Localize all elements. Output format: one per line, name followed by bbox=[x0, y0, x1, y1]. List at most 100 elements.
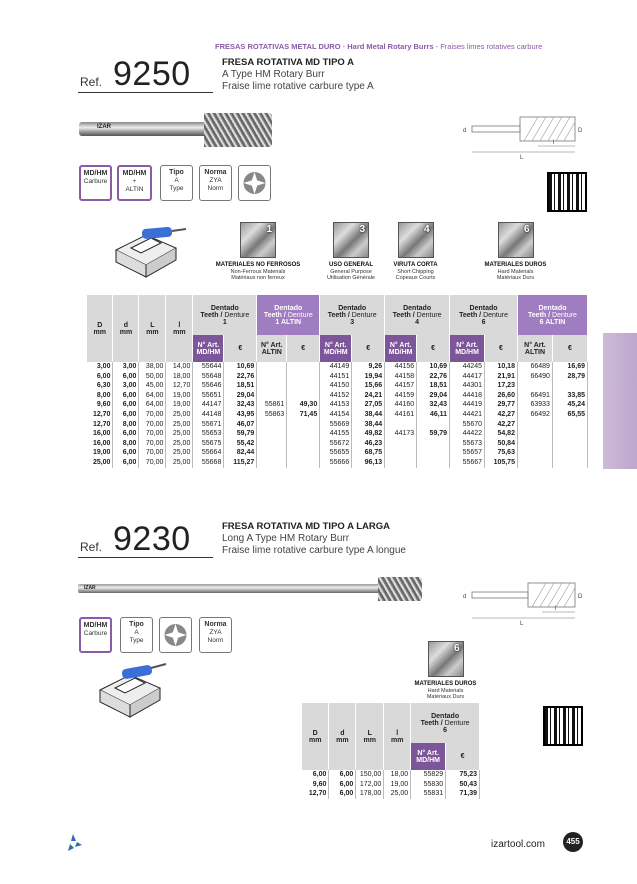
table-cell: 6,00 bbox=[112, 429, 140, 439]
table-cell: 22,76 bbox=[223, 371, 258, 382]
table-cell: 38,44 bbox=[351, 409, 386, 420]
dim-d: d bbox=[463, 594, 466, 600]
table-cell: 16,00 bbox=[87, 429, 114, 439]
material-title: USO GENERAL bbox=[328, 262, 373, 268]
table-cell: 8,00 bbox=[87, 390, 114, 401]
table-cell: 38,00 bbox=[138, 362, 167, 372]
col-art: N° Art.ALTIN bbox=[256, 335, 288, 362]
unit-mm: mm bbox=[336, 736, 349, 744]
table-cell: 64,00 bbox=[138, 400, 167, 410]
material-title: VIRUTA CORTA bbox=[393, 262, 438, 268]
table-cell: 55668 bbox=[192, 457, 225, 468]
mdhm-label: MD/HM bbox=[323, 348, 348, 356]
table-cell bbox=[286, 390, 321, 401]
material-en: Non-Ferrous Materials bbox=[230, 268, 286, 275]
table-cell: 15,66 bbox=[351, 381, 386, 391]
table-cell: 55655 bbox=[319, 448, 353, 458]
col-price: € bbox=[416, 335, 451, 362]
ref-underline bbox=[78, 557, 213, 558]
table-cell: 50,84 bbox=[484, 438, 518, 449]
application-illustration bbox=[114, 226, 186, 278]
nart-label: N° Art. bbox=[524, 341, 546, 349]
table-cell: 12,70 bbox=[165, 381, 194, 391]
table-cell bbox=[517, 381, 553, 391]
table-cell: 150,00 bbox=[355, 770, 385, 780]
unit-mm: mm bbox=[173, 328, 186, 336]
table-cell bbox=[256, 448, 288, 458]
table-cell: 44301 bbox=[449, 381, 486, 391]
unit-mm: mm bbox=[391, 736, 404, 744]
table-cell: 66491 bbox=[517, 390, 553, 401]
table-cell: 55672 bbox=[319, 438, 353, 449]
table-cell: 33,85 bbox=[552, 390, 589, 401]
table-cell: 19,94 bbox=[351, 371, 386, 382]
nart-label: N° Art. bbox=[417, 749, 439, 757]
col-price: € bbox=[552, 335, 589, 362]
table-cell bbox=[256, 457, 288, 468]
table-cell: 44159 bbox=[384, 390, 418, 401]
badge-zya-text: ZYA bbox=[209, 629, 222, 636]
product-title-es: FRESA ROTATIVA MD TIPO A bbox=[222, 57, 354, 68]
table-cell: 12,70 bbox=[87, 419, 114, 430]
dim-D: D bbox=[578, 128, 583, 134]
table-cell: 46,23 bbox=[351, 438, 386, 449]
table-cell bbox=[552, 429, 589, 439]
table-cell: 55664 bbox=[192, 448, 225, 458]
table-cell bbox=[256, 419, 288, 430]
col-price: € bbox=[286, 335, 321, 362]
col-price: € bbox=[223, 335, 258, 362]
table-cell bbox=[256, 371, 288, 382]
table-cell: 18,00 bbox=[165, 371, 194, 382]
table-cell: 70,00 bbox=[138, 457, 167, 468]
table-cell: 44422 bbox=[449, 429, 486, 439]
material-en: General Purpose bbox=[330, 268, 372, 275]
mdhm-label: MD/HM bbox=[388, 348, 413, 356]
col-d-label: d bbox=[340, 729, 345, 737]
table-cell: 46,07 bbox=[223, 419, 258, 430]
col-L-label: L bbox=[150, 321, 155, 329]
altin-label: ALTIN bbox=[524, 348, 545, 356]
badge-carbure-text: Carbure bbox=[83, 630, 108, 637]
table-cell: 46,11 bbox=[416, 409, 451, 420]
table-cell: 25,00 bbox=[87, 457, 114, 468]
table-cell: 172,00 bbox=[355, 779, 385, 790]
table-cell: 49,30 bbox=[286, 400, 321, 410]
table-cell: 6,00 bbox=[87, 371, 114, 382]
table-cell: 55675 bbox=[192, 438, 225, 449]
table-cell: 75,63 bbox=[484, 448, 518, 458]
teeth-label: Teeth / bbox=[528, 311, 551, 319]
footer-website[interactable]: izartool.com bbox=[491, 839, 545, 850]
table-cell: 55644 bbox=[192, 362, 225, 372]
badge-mdhm-text: MD/HM bbox=[83, 170, 108, 177]
table-cell: 17,23 bbox=[484, 381, 518, 391]
table-cell bbox=[286, 419, 321, 430]
material-number: 3 bbox=[359, 224, 365, 235]
table-cell: 25,00 bbox=[165, 448, 194, 458]
table-cell bbox=[517, 457, 553, 468]
unit-mm: mm bbox=[308, 736, 322, 744]
group-number: 4 bbox=[415, 318, 420, 326]
table-cell bbox=[384, 438, 418, 449]
table-cell: 55830 bbox=[410, 779, 447, 790]
material-number: 1 bbox=[266, 224, 272, 235]
table-cell: 45,00 bbox=[138, 381, 167, 391]
table-cell: 44155 bbox=[319, 429, 353, 439]
category-en: Hard Metal Rotary Burrs bbox=[347, 42, 434, 51]
table-cell: 64,00 bbox=[138, 390, 167, 401]
table-cell: 19,00 bbox=[165, 390, 194, 401]
logo-icon bbox=[68, 834, 82, 851]
table-cell: 105,75 bbox=[484, 457, 518, 468]
denture-label: Denture bbox=[351, 311, 377, 319]
dentado-label: Dentado bbox=[210, 304, 239, 312]
